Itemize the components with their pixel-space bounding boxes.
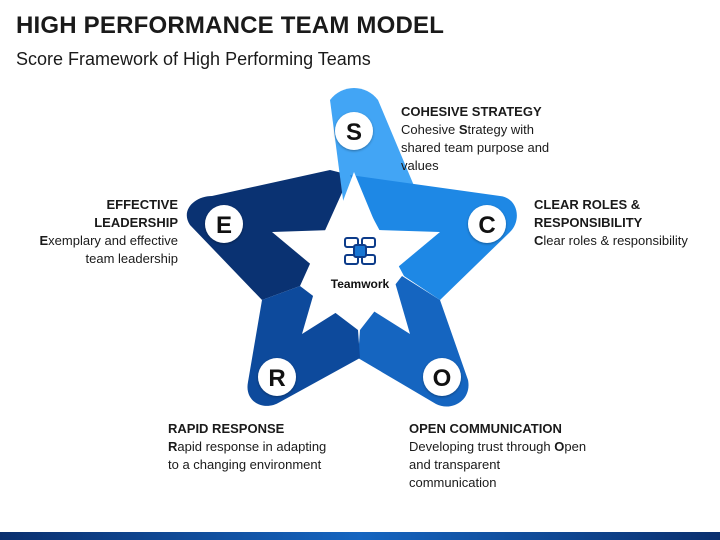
letter-circle-o: O (423, 358, 461, 396)
desc-lead: Cohesive (401, 122, 459, 137)
page-title: HIGH PERFORMANCE TEAM MODEL (16, 12, 445, 39)
point-block-s: COHESIVE STRATEGY Cohesive Strategy with… (401, 103, 561, 175)
desc-rest: lear roles & responsibility (543, 233, 688, 248)
desc-key-letter: S (458, 122, 468, 137)
point-description: Clear roles & responsibility (534, 232, 714, 250)
desc-key-letter: R (168, 439, 178, 454)
desc-key-letter: E (39, 233, 49, 248)
letter-circle-c: C (468, 205, 506, 243)
letter-circle-s: S (335, 112, 373, 150)
desc-lead: Developing trust through (409, 439, 555, 454)
point-description: Rapid response in adapting to a changing… (168, 438, 338, 474)
point-description: Developing trust through Open and transp… (409, 438, 589, 492)
desc-rest: trategy with shared team purpose and val… (401, 122, 550, 173)
star-arm-c (350, 175, 517, 300)
letter-circle-r: R (258, 358, 296, 396)
svg-text:E: E (216, 212, 232, 239)
point-block-e: EFFECTIVE LEADERSHIP Exemplary and effec… (20, 196, 178, 268)
desc-rest: xemplary and effective team leadership (48, 233, 178, 266)
point-heading: COHESIVE STRATEGY (401, 104, 542, 119)
desc-rest: apid response in adapting to a changing … (168, 439, 327, 472)
desc-key-letter: O (554, 439, 565, 454)
svg-text:R: R (268, 365, 285, 392)
point-heading: EFFECTIVE LEADERSHIP (94, 197, 178, 230)
center-label: Teamwork (331, 277, 390, 291)
svg-text:O: O (433, 365, 452, 392)
letter-circle-e: E (205, 205, 243, 243)
footer-bar (0, 532, 720, 540)
svg-text:C: C (478, 212, 495, 239)
point-block-c: CLEAR ROLES & RESPONSIBILITY Clear roles… (534, 196, 714, 250)
desc-rest: pen and transparent communication (409, 439, 587, 490)
desc-key-letter: C (534, 233, 544, 248)
point-description: Exemplary and effective team leadership (20, 232, 178, 268)
point-heading: OPEN COMMUNICATION (409, 421, 562, 436)
point-heading: CLEAR ROLES & RESPONSIBILITY (534, 197, 643, 230)
svg-text:S: S (346, 119, 362, 146)
page-subtitle: Score Framework of High Performing Teams (16, 49, 371, 69)
point-description: Cohesive Strategy with shared team purpo… (401, 121, 561, 175)
star-arm-e (186, 170, 350, 300)
teamwork-hands-icon (344, 237, 376, 265)
point-block-o: OPEN COMMUNICATION Developing trust thro… (409, 420, 589, 492)
point-block-r: RAPID RESPONSE Rapid response in adaptin… (168, 420, 338, 474)
point-heading: RAPID RESPONSE (168, 421, 285, 436)
